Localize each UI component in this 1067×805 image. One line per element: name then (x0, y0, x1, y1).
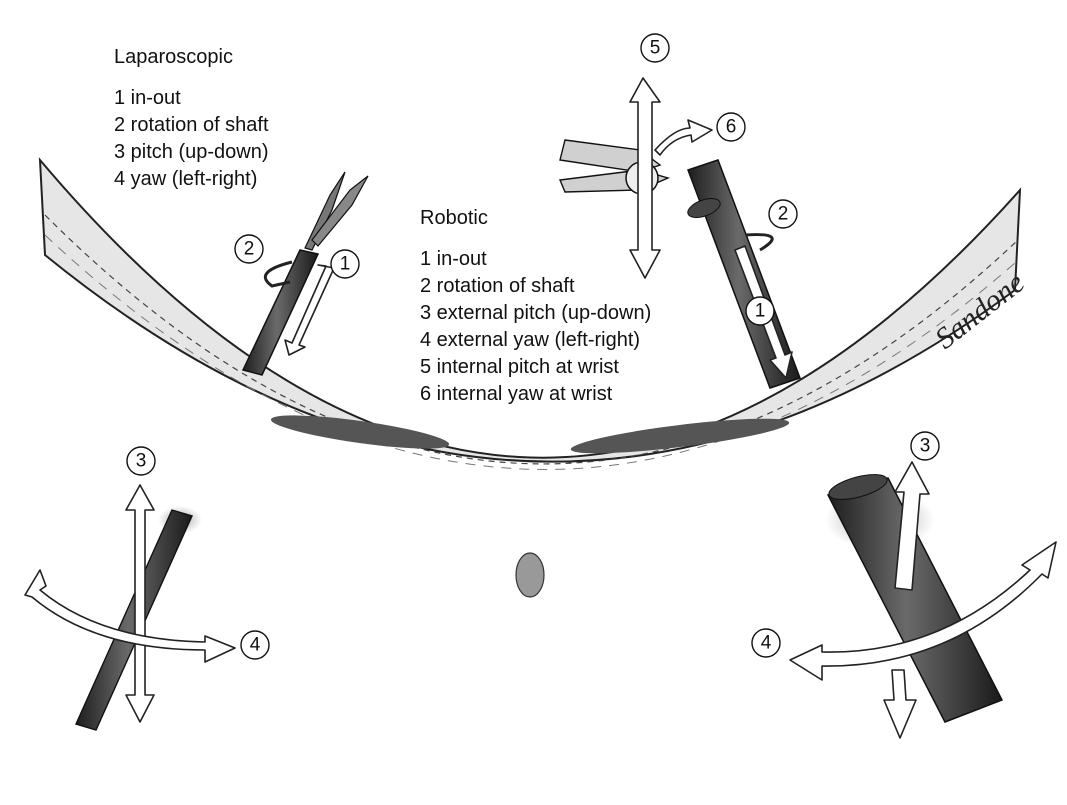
umbilicus (515, 552, 545, 598)
marker-rob-in-out: 1 (745, 296, 775, 326)
svg-text:2: 2 (244, 239, 255, 260)
legend-item: 2 rotation of shaft (420, 275, 575, 297)
svg-text:3: 3 (920, 436, 931, 457)
marker-lap-rotation: 2 (234, 234, 264, 264)
laparoscopic-instrument (241, 171, 369, 376)
rob-pitch-arrow-down (883, 669, 917, 739)
svg-text:2: 2 (778, 204, 789, 225)
legend-item: 6 internal yaw at wrist (420, 383, 613, 405)
robotic-legend: Robotic 1 in-out 2 rotation of shaft 3 e… (420, 205, 651, 408)
svg-text:1: 1 (340, 254, 351, 275)
robotic-instrument (558, 77, 801, 389)
svg-text:6: 6 (726, 117, 737, 138)
rob-rotation-arrow (745, 233, 774, 252)
laparoscopic-heading: Laparoscopic (114, 46, 233, 68)
lap-yaw-arrow (24, 569, 236, 663)
svg-text:4: 4 (761, 633, 772, 654)
marker-rob-wrist-pitch: 5 (640, 33, 670, 63)
muscle-right (570, 418, 790, 454)
marker-rob-yaw: 4 (751, 628, 781, 658)
robotic-detail (789, 461, 1057, 739)
marker-lap-yaw: 4 (240, 630, 270, 660)
svg-text:3: 3 (136, 451, 147, 472)
legend-item: 3 pitch (up-down) (114, 141, 269, 163)
svg-text:4: 4 (250, 635, 261, 656)
legend-item: 1 in-out (114, 87, 181, 109)
rob-wrist-pitch-arrow (629, 77, 661, 279)
legend-item: 2 rotation of shaft (114, 114, 269, 136)
rob-wrist-yaw-arrow (654, 119, 713, 156)
legend-item: 4 yaw (left-right) (114, 168, 258, 190)
legend-item: 1 in-out (420, 248, 487, 270)
marker-rob-wrist-yaw: 6 (716, 112, 746, 142)
marker-rob-rotation: 2 (768, 199, 798, 229)
robotic-heading: Robotic (420, 207, 488, 229)
lap-rotation-arrow (263, 260, 293, 288)
svg-text:5: 5 (650, 38, 661, 59)
rob-pitch-arrow (894, 461, 930, 591)
lap-in-out-arrow (284, 264, 335, 356)
muscle-left (270, 415, 450, 449)
legend-item: 5 internal pitch at wrist (420, 356, 619, 378)
rob-yaw-arrow (789, 541, 1057, 681)
marker-lap-pitch: 3 (126, 446, 156, 476)
laparoscopic-detail (24, 484, 236, 731)
laparoscopic-legend: Laparoscopic 1 in-out 2 rotation of shaf… (114, 44, 269, 193)
legend-item: 3 external pitch (up-down) (420, 302, 652, 324)
legend-item: 4 external yaw (left-right) (420, 329, 641, 351)
marker-rob-pitch: 3 (910, 431, 940, 461)
svg-text:1: 1 (755, 301, 766, 322)
marker-lap-in-out: 1 (330, 249, 360, 279)
lap-pitch-arrow (125, 484, 155, 723)
